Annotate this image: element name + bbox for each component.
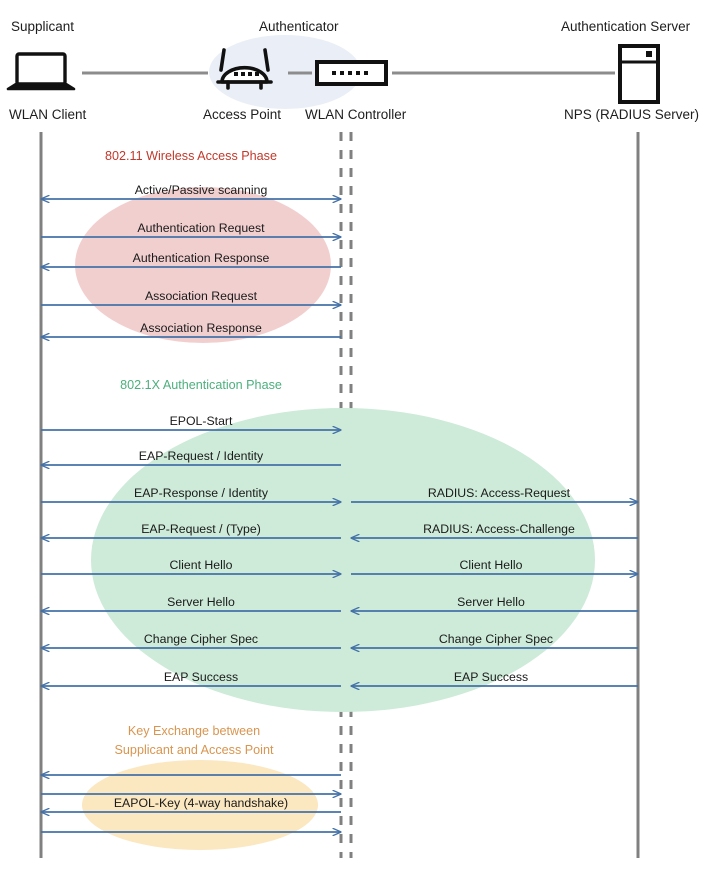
phase-8021x-right-arrows: [351, 502, 638, 686]
phase-key-exchange-ellipse: [82, 760, 318, 850]
label-server-hello-right: Server Hello: [457, 595, 525, 609]
label-eap-success-left: EAP Success: [163, 670, 239, 684]
wlan-controller-icon: [315, 60, 388, 86]
phase-key-exchange-arrows: [41, 775, 341, 832]
label-change-cipher-spec-right: Change Cipher Spec: [438, 632, 554, 646]
label-association-response: Association Response: [140, 321, 262, 335]
label-eapol-key-4-way-handshake: EAPOL-Key (4-way handshake): [113, 796, 289, 810]
actor-role-auth-server: Authentication Server: [561, 19, 691, 34]
label-eap-response-identity: EAP-Response / Identity: [134, 486, 268, 500]
label-eap-request-identity: EAP-Request / Identity: [138, 449, 264, 463]
actor-device-wlan-controller: WLAN Controller: [305, 107, 407, 122]
actor-role-supplicant: Supplicant: [11, 19, 75, 34]
label-server-hello-left: Server Hello: [167, 595, 235, 609]
server-rack-icon: [618, 44, 660, 104]
label-association-request: Association Request: [144, 289, 258, 303]
phase-title-8021x: 802.1X Authentication Phase: [120, 378, 282, 392]
label-radius-access-request: RADIUS: Access-Request: [427, 486, 571, 500]
authenticator-group-blob: [209, 35, 361, 109]
phase-80211-ellipse: [75, 187, 331, 343]
phase-title-80211: 802.11 Wireless Access Phase: [105, 149, 277, 163]
label-radius-access-challenge: RADIUS: Access-Challenge: [423, 522, 575, 536]
label-authentication-request: Authentication Request: [137, 221, 265, 235]
label-client-hello-right: Client Hello: [459, 558, 523, 572]
laptop-icon: [6, 52, 76, 91]
access-point-icon: [216, 48, 273, 90]
label-change-cipher-spec-left: Change Cipher Spec: [143, 632, 259, 646]
phase-8021x-left-arrows: [41, 430, 341, 686]
actor-role-authenticator: Authenticator: [259, 19, 339, 34]
phase-80211-arrows: [41, 199, 341, 337]
label-client-hello-left: Client Hello: [169, 558, 233, 572]
phase-title-key-exchange: Key Exchange between Supplicant and Acce…: [115, 722, 274, 760]
label-active-passive-scanning: Active/Passive scanning: [134, 183, 268, 197]
label-authentication-response: Authentication Response: [132, 251, 270, 265]
label-eap-request-type: EAP-Request / (Type): [141, 522, 261, 536]
label-epol-start: EPOL-Start: [169, 414, 233, 428]
actor-device-nps-radius-server: NPS (RADIUS Server): [564, 107, 700, 122]
phase-title-key-exchange-line1: Key Exchange between: [127, 724, 261, 738]
phase-8021x-ellipse: [91, 408, 595, 712]
actor-device-access-point: Access Point: [203, 107, 282, 122]
label-eap-success-right: EAP Success: [453, 670, 529, 684]
access-point-led-row: [234, 72, 259, 76]
phase-title-key-exchange-line2: Supplicant and Access Point: [114, 743, 274, 757]
actor-device-wlan-client: WLAN Client: [9, 107, 87, 122]
